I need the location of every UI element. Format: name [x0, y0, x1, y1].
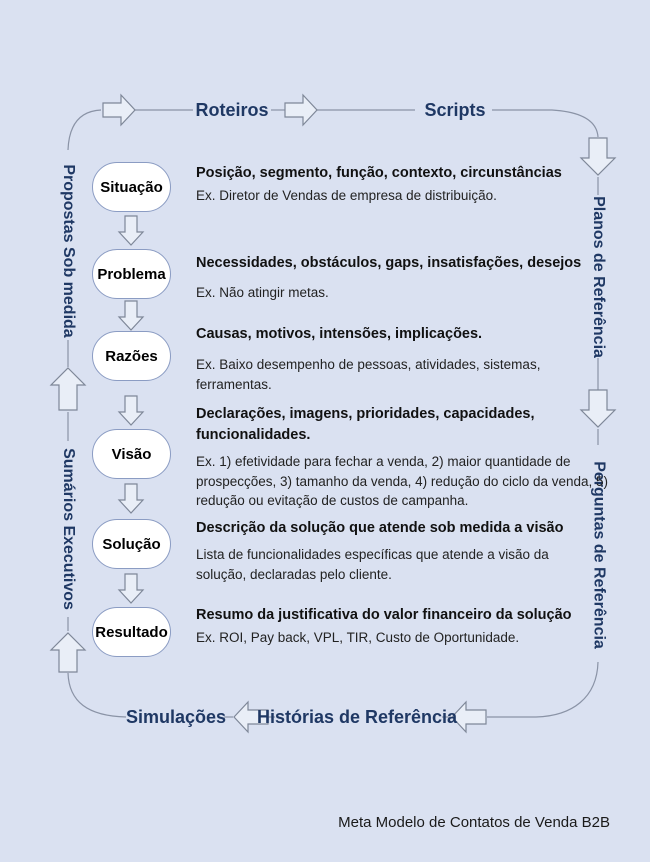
stage-example: Ex. Diretor de Vendas de empresa de dist… — [196, 188, 497, 204]
stage-example: Ex. Não atingir metas. — [196, 285, 329, 301]
block-arrow-bottom-1 — [451, 700, 487, 734]
stage-title: Causas, motivos, intensões, implicações. — [196, 326, 483, 342]
stage-oval-label: Solução — [102, 535, 161, 553]
stage-oval-resultado: Resultado — [92, 607, 171, 657]
block-arrow-top-2 — [284, 93, 318, 127]
stage-oval-label: Problema — [97, 265, 166, 283]
stage-oval-visao: Visão — [92, 429, 171, 479]
connector-top-right-curve — [492, 109, 599, 138]
stage-example: Ex. 1) efetividade para fechar a venda, … — [196, 454, 609, 509]
cycle-label-simulacoes: Simulações — [125, 707, 227, 727]
cycle-label-scripts: Scripts — [424, 100, 486, 120]
stage-oval-solucao: Solução — [92, 519, 171, 569]
stage-arrow-2 — [117, 300, 145, 331]
connector-bottom-right-curve — [487, 661, 599, 718]
cycle-label-historias-de-referencia: Histórias de Referência — [256, 707, 458, 727]
stage-title: Resumo da justificativa do valor finance… — [196, 607, 572, 623]
stage-example: Lista de funcionalidades específicas que… — [196, 547, 549, 582]
stage-oval-problema: Problema — [92, 249, 171, 299]
block-arrow-right-1 — [579, 137, 617, 176]
stage-desc-problema: Necessidades, obstáculos, gaps, insatisf… — [196, 253, 631, 303]
cycle-label-sumarios-executivos: Sumários Executivos — [60, 448, 77, 610]
connector-top-left-curve — [67, 109, 102, 151]
stage-desc-visao: Declarações, imagens, prioridades, capac… — [196, 404, 616, 511]
stage-example: Ex. Baixo desempenho de pessoas, ativida… — [196, 357, 541, 392]
stage-title: Declarações, imagens, prioridades, capac… — [196, 406, 535, 444]
stage-desc-solucao: Descrição da solução que atende sob medi… — [196, 518, 616, 584]
block-arrow-bottom-2 — [233, 700, 269, 734]
block-arrow-top-1 — [102, 93, 136, 127]
block-arrow-left-2 — [49, 367, 87, 411]
stage-desc-situacao: Posição, segmento, função, contexto, cir… — [196, 163, 626, 206]
stage-desc-resultado: Resumo da justificativa do valor finance… — [196, 605, 631, 648]
block-arrow-right-2 — [579, 389, 617, 428]
stage-title: Necessidades, obstáculos, gaps, insatisf… — [196, 255, 582, 271]
stage-example: Ex. ROI, Pay back, VPL, TIR, Custo de Op… — [196, 630, 520, 646]
block-arrow-left-1 — [49, 632, 87, 673]
stage-title: Posição, segmento, função, contexto, cir… — [196, 165, 562, 181]
stage-desc-razoes: Causas, motivos, intensões, implicações.… — [196, 324, 591, 394]
stage-oval-label: Visão — [111, 445, 152, 463]
stage-arrow-4 — [117, 483, 145, 514]
stage-oval-label: Resultado — [95, 623, 168, 641]
diagram-caption: Meta Modelo de Contatos de Venda B2B — [338, 814, 610, 831]
stage-oval-situacao: Situação — [92, 162, 171, 212]
stage-oval-label: Situação — [100, 178, 163, 196]
stage-title: Descrição da solução que atende sob medi… — [196, 520, 564, 536]
connector-bottom-left-curve — [67, 672, 127, 718]
stage-arrow-3 — [117, 395, 145, 426]
cycle-label-roteiros: Roteiros — [195, 100, 269, 120]
stage-arrow-1 — [117, 215, 145, 246]
stage-oval-razoes: Razões — [92, 331, 171, 381]
stage-oval-label: Razões — [105, 347, 158, 365]
cycle-label-propostas-sob-medida: Propostas Sob medida — [60, 164, 77, 338]
stage-arrow-5 — [117, 573, 145, 604]
